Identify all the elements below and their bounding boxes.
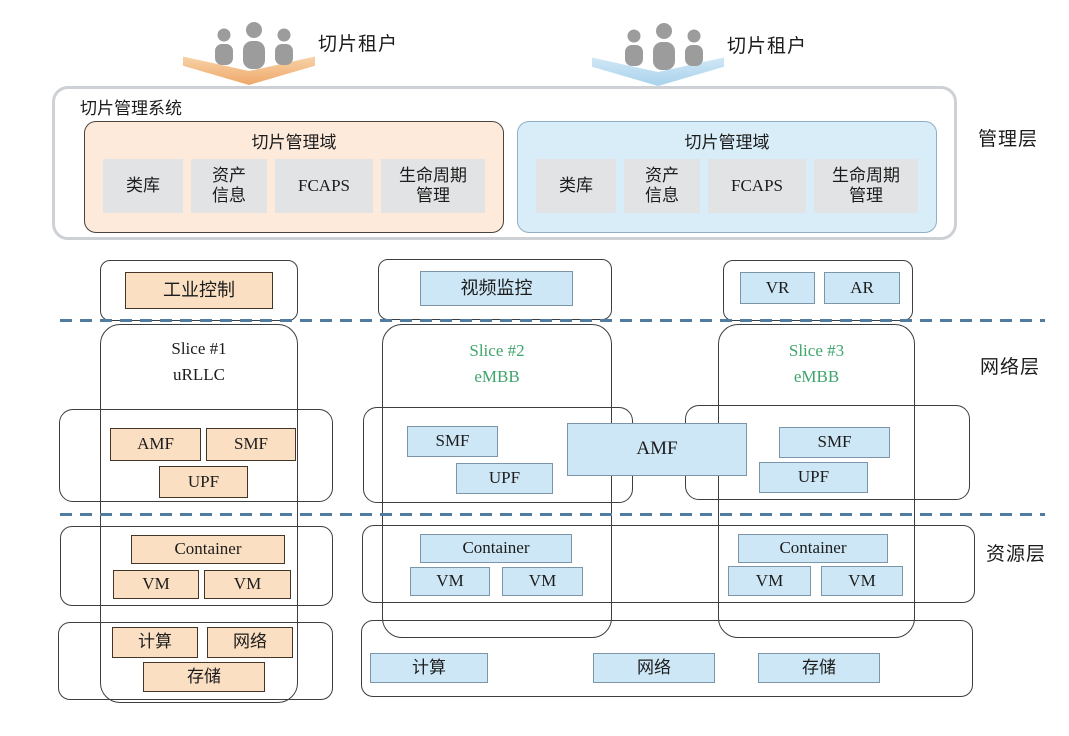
domain-title: 切片管理域 xyxy=(251,133,337,152)
management-layer-label: 管理层 xyxy=(978,129,1039,150)
domain-item: 资产 信息 xyxy=(624,159,700,213)
nf-chip: UPF xyxy=(759,462,868,493)
virtual-chip: VM xyxy=(502,567,583,596)
users-group-icon xyxy=(215,22,293,69)
virtual-chip: Container xyxy=(131,535,285,564)
users-group-icon xyxy=(625,23,703,70)
shared-infra-box xyxy=(361,620,973,697)
domain-item: 类库 xyxy=(536,159,616,213)
slice1-virtual-box xyxy=(60,526,333,606)
virtual-chip: VM xyxy=(204,570,291,599)
slice2-column xyxy=(382,324,612,638)
virtual-chip: VM xyxy=(410,567,490,596)
infra-chip: 存储 xyxy=(758,653,880,683)
tenant-label: 切片租户 xyxy=(727,36,808,57)
virtual-chip: VM xyxy=(728,566,811,596)
domain-item: FCAPS xyxy=(275,159,373,213)
slice1-nf-box xyxy=(59,409,333,502)
infra-chip: 存储 xyxy=(143,662,265,692)
domain-item: 生命周期 管理 xyxy=(814,159,918,213)
virtual-chip: Container xyxy=(420,534,572,563)
slice-type: eMBB xyxy=(793,367,840,387)
slice-name: Slice #1 xyxy=(171,339,227,358)
slice-type: uRLLC xyxy=(173,365,225,385)
tenant-label: 切片租户 xyxy=(318,34,399,55)
network-layer-label: 网络层 xyxy=(980,357,1041,378)
infra-chip: 计算 xyxy=(370,653,488,683)
nf-chip: AMF xyxy=(110,428,201,461)
app-chip: 工业控制 xyxy=(125,272,273,309)
domain-item: 类库 xyxy=(103,159,183,213)
shared-amf-chip: AMF xyxy=(567,423,747,476)
shared-virtual-box xyxy=(362,525,975,603)
domain-title: 切片管理域 xyxy=(684,133,770,152)
infra-chip: 网络 xyxy=(207,627,293,658)
nf-chip: UPF xyxy=(159,466,248,498)
domain-item: 资产 信息 xyxy=(191,159,267,213)
resource-layer-label: 资源层 xyxy=(986,544,1047,565)
layer-separator-line xyxy=(60,319,1045,322)
virtual-chip: Container xyxy=(738,534,888,563)
layer-separator-line xyxy=(60,513,1045,516)
nf-chip: UPF xyxy=(456,463,553,494)
slice-management-system-title: 切片管理系统 xyxy=(80,99,182,118)
slice1-title: Slice #1 uRLLC xyxy=(100,336,298,389)
domain-item: 生命周期 管理 xyxy=(381,159,485,213)
slice-management-domain-orange: 切片管理域 类库 资产 信息 FCAPS 生命周期 管理 xyxy=(84,121,504,233)
nf-chip: SMF xyxy=(407,426,498,457)
slice1-infra-box xyxy=(58,622,333,700)
infra-chip: 计算 xyxy=(112,627,198,658)
slice3-title: Slice #3 eMBB xyxy=(718,338,915,391)
app-chip: AR xyxy=(824,272,900,304)
infra-chip: 网络 xyxy=(593,653,715,683)
app-chip: VR xyxy=(740,272,815,304)
nf-chip: SMF xyxy=(206,428,296,461)
domain-item: FCAPS xyxy=(708,159,806,213)
virtual-chip: VM xyxy=(113,570,199,599)
nf-chip: SMF xyxy=(779,427,890,458)
slice2-title: Slice #2 eMBB xyxy=(382,338,612,391)
slice3-column xyxy=(718,324,915,638)
slice-management-domain-blue: 切片管理域 类库 资产 信息 FCAPS 生命周期 管理 xyxy=(517,121,937,233)
domain-items: 类库 资产 信息 FCAPS 生命周期 管理 xyxy=(536,159,918,213)
slice-type: eMBB xyxy=(474,367,520,387)
app-chip: 视频监控 xyxy=(420,271,573,306)
virtual-chip: VM xyxy=(821,566,903,596)
slice-name: Slice #2 xyxy=(469,341,525,360)
slice-name: Slice #3 xyxy=(788,341,845,360)
domain-items: 类库 资产 信息 FCAPS 生命周期 管理 xyxy=(103,159,485,213)
